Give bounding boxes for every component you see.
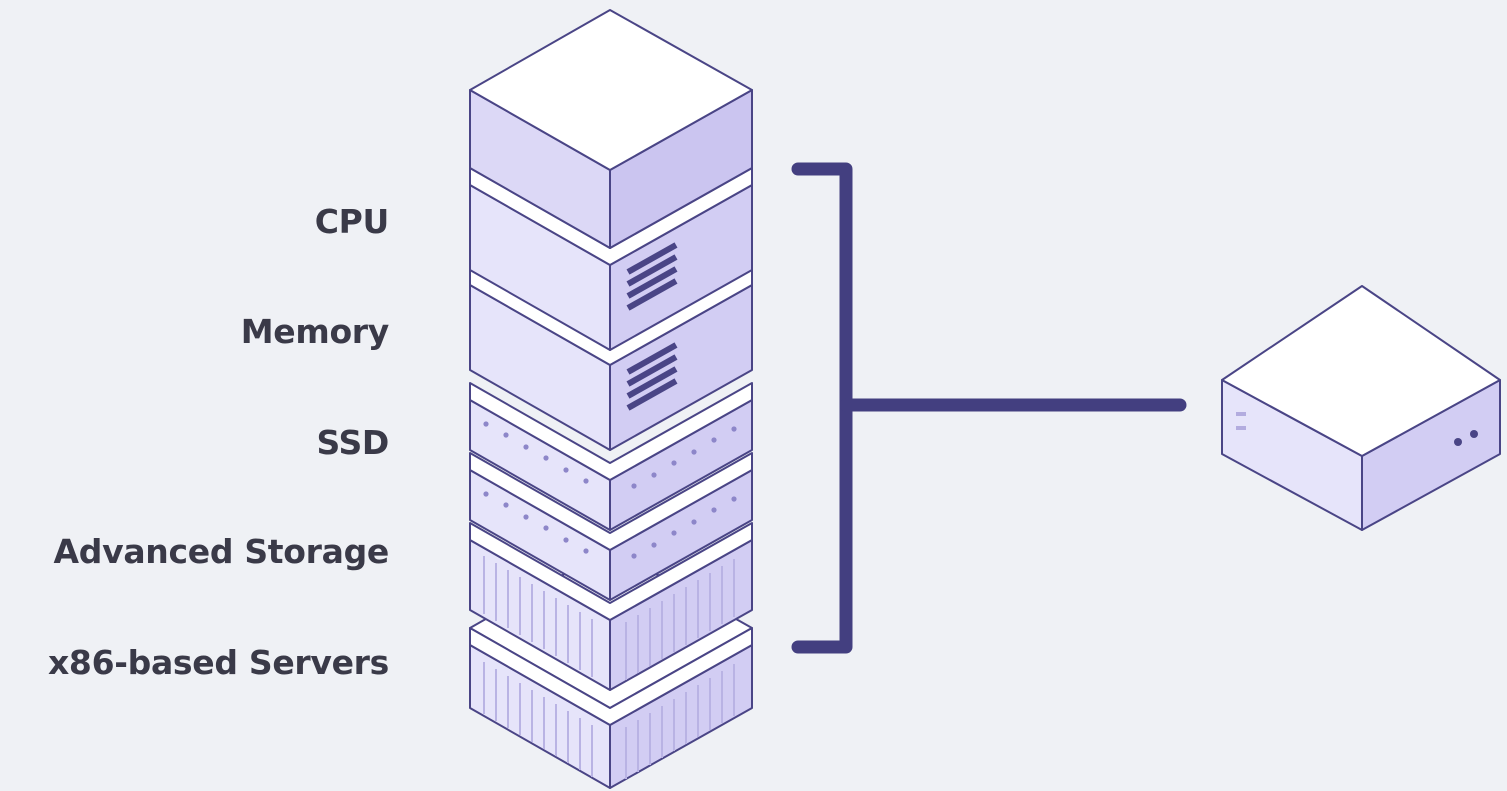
stack-layer-cpu [469, 167, 753, 351]
stack-top-cap [469, 9, 753, 249]
label-advanced-storage: Advanced Storage [53, 532, 390, 571]
edge-device-icon [1221, 285, 1501, 531]
label-cpu: CPU [314, 202, 390, 241]
stack-layer-ssd [469, 452, 753, 601]
server-stack-icon [469, 9, 753, 789]
stack-layer-memory [469, 267, 753, 451]
label-ssd: SSD [316, 423, 389, 462]
bracket-connector-icon [791, 162, 1187, 654]
label-x86-servers: x86-based Servers [47, 643, 389, 682]
stack-layer-advanced-storage [469, 522, 753, 691]
label-memory: Memory [240, 312, 390, 351]
stack-layer-ssd-unit [469, 382, 753, 531]
